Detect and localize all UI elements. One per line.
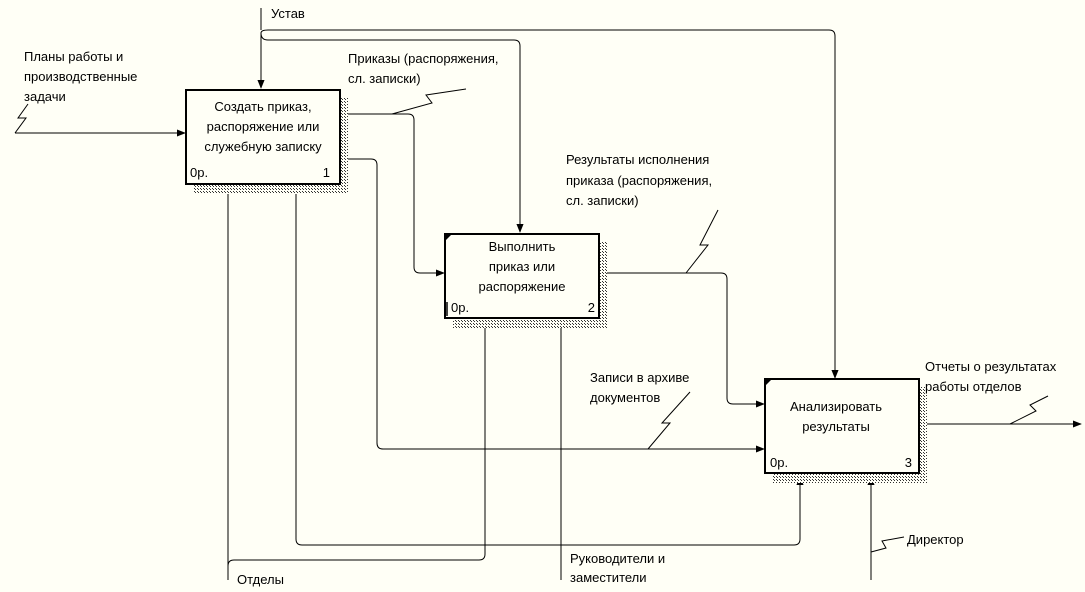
label-reports-line-2: работы отделов [925,379,1022,394]
label-results-line-2: приказа (распоряжения, [566,173,712,188]
label-reports-line-1: Отчеты о результатах [925,359,1057,374]
box-1-cost: 0р. [190,165,208,180]
label-director: Директор [907,532,964,547]
input-arrow-plans [14,103,186,137]
control-arrow-ustav [257,8,839,379]
squiggle-archive [647,391,691,450]
box-1-title-line-2: распоряжение или [207,119,320,134]
box-3-corner-mark [765,379,772,386]
box-2-title-line-3: распоряжение [479,279,566,294]
box-3-title-line-1: Анализировать [790,399,882,414]
label-archive-line-1: Записи в архиве [590,370,689,385]
label-managers-line-1: Руководители и [570,551,665,566]
activity-box-2[interactable]: Выполнить приказ или распоряжение 0р. 2 [444,233,607,328]
box-3-cost: 0р. [770,455,788,470]
box-2-cost: 0р. [451,300,469,315]
label-orders-line-2: сл. записки) [348,71,421,86]
box-3-number: 3 [905,455,912,470]
box-2-title-line-1: Выполнить [489,239,556,254]
label-plans-line-1: Планы работы и [24,49,123,64]
activity-box-1[interactable]: Создать приказ, распоряжение или служебн… [185,89,348,194]
label-managers-line-2: заместители [570,570,647,585]
box-1-title-line-3: служебную записку [204,139,322,154]
label-ustav: Устав [271,6,305,21]
label-archive-line-2: документов [590,390,660,405]
label-results-line-1: Результаты исполнения [566,152,709,167]
box-2-number: 2 [588,300,595,315]
box-2-title-line-2: приказ или [489,259,555,274]
box-2-corner-mark [445,234,452,241]
output-arrow-box1-to-box3 [340,158,765,453]
activity-box-3[interactable]: Анализировать результаты 0р. 3 [764,378,927,483]
label-results-line-3: сл. записки) [566,193,639,208]
mechanism-arrow-director [867,476,905,580]
box-1-number: 1 [323,165,330,180]
box-3-title-line-2: результаты [802,419,870,434]
label-orders-line-1: Приказы (распоряжения, [348,51,499,66]
label-plans-line-3: задачи [24,89,66,104]
mechanism-arrow-managers [292,185,804,580]
label-departments: Отделы [237,572,284,587]
output-arrow-results [599,209,765,408]
output-arrow-reports [920,395,1082,428]
box-1-title-line-1: Создать приказ, [214,99,311,114]
mechanism-arrow-departments [224,185,489,580]
output-arrow-orders [340,88,467,277]
label-plans-line-2: производственные [24,69,137,84]
